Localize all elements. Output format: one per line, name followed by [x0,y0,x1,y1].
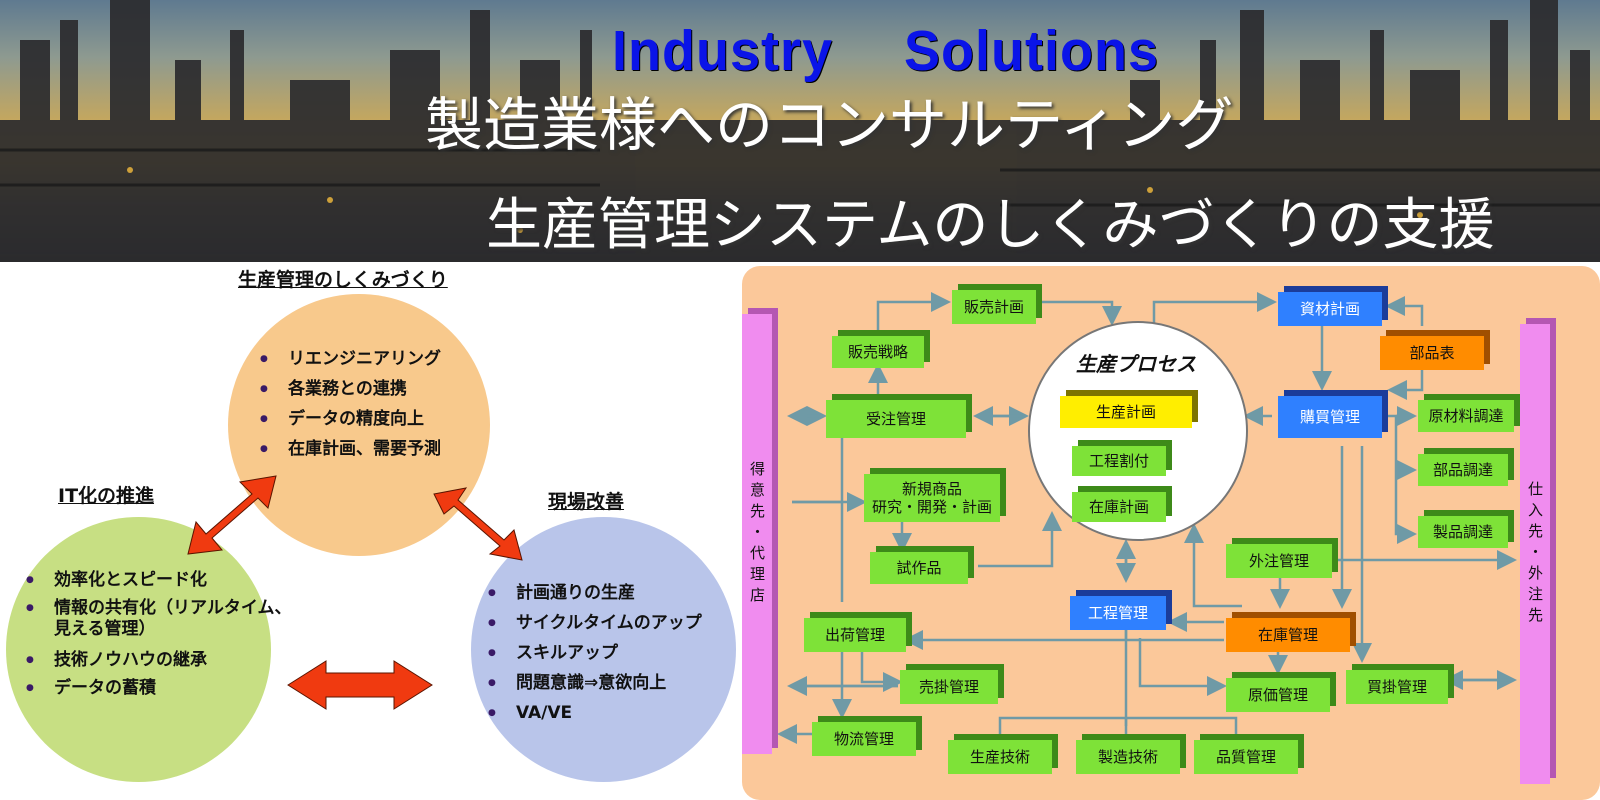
list-item: 各業務との連携 [252,374,441,404]
factory-skyline-image [0,0,1600,262]
list-item: 効率化とスピード化 [18,566,292,594]
list-item: 問題意識⇒意欲向上 [480,668,702,698]
list-item-continuation: 見える管理） [54,619,156,639]
supplier-side-bar: 仕入先・外注先 [1520,324,1550,784]
box-shipping-management[interactable]: 出荷管理 [804,618,906,652]
production-flow-diagram: 得意先・代理店 仕入先・外注先 生産プロセス 販売計画 販売戦略 受注管理 新規… [742,266,1600,800]
box-inventory-plan[interactable]: 在庫計画 [1072,492,1166,522]
box-product-procurement[interactable]: 製品調達 [1418,516,1508,548]
supplier-side-label: 仕入先・外注先 [1526,480,1544,628]
banner-subtitle-japanese: 生産管理システムのしくみづくりの支援 [486,193,1495,256]
box-prototype[interactable]: 試作品 [870,552,968,584]
double-arrow-icon [287,660,433,710]
customer-side-label: 得意先・代理店 [748,460,766,608]
box-outsourcing[interactable]: 外注管理 [1226,544,1332,578]
customer-side-bar: 得意先・代理店 [742,314,772,754]
box-manufacturing-technology[interactable]: 製造技術 [1076,740,1180,774]
box-logistics[interactable]: 物流管理 [812,722,916,756]
list-item: データの蓄積 [18,674,292,702]
box-quality-management[interactable]: 品質管理 [1194,740,1298,774]
list-item: リエンジニアリング [252,344,441,374]
box-payables[interactable]: 買掛管理 [1346,670,1448,704]
box-sales-strategy[interactable]: 販売戦略 [832,336,924,368]
box-cost-management[interactable]: 原価管理 [1226,678,1330,712]
header-banner: Industry Solutions 製造業様へのコンサルティング 生産管理シス… [0,0,1600,262]
heading-site-improvement: 現場改善 [548,491,625,513]
rd-plan-label: 研究・開発・計画 [871,498,992,516]
production-process-title: 生産プロセス [1076,352,1196,376]
box-raw-material-procurement[interactable]: 原材料調達 [1418,400,1514,432]
list-item: スキルアップ [480,638,702,668]
new-product-label: 新規商品 [901,480,962,498]
double-arrow-icon [187,475,277,555]
box-sales-plan[interactable]: 販売計画 [952,290,1036,324]
box-inventory-management[interactable]: 在庫管理 [1226,618,1350,652]
box-material-plan[interactable]: 資材計画 [1278,292,1382,326]
box-parts-procurement[interactable]: 部品調達 [1418,454,1508,486]
box-order-management[interactable]: 受注管理 [826,400,966,438]
heading-it-promotion: IT化の推進 [58,485,155,507]
list-item: 情報の共有化（リアルタイム、 [18,594,292,622]
list-it-promotion: 効率化とスピード化 情報の共有化（リアルタイム、 見える管理） 技術ノウハウの継… [18,566,292,702]
heading-production-system: 生産管理のしくみづくり [238,269,448,291]
banner-title-english: Industry Solutions [612,19,1160,83]
list-production-system: リエンジニアリング 各業務との連携 データの精度向上 在庫計画、需要予測 [252,344,441,464]
double-arrow-icon [433,487,523,561]
box-production-plan[interactable]: 生産計画 [1060,396,1192,428]
improvement-cycle-diagram: 生産管理のしくみづくり IT化の推進 現場改善 リエンジニアリング 各業務との連… [0,262,740,800]
box-process-allocation[interactable]: 工程割付 [1072,446,1166,476]
list-site-improvement: 計画通りの生産 サイクルタイムのアップ スキルアップ 問題意識⇒意欲向上 VA/… [480,578,702,728]
banner-title-japanese: 製造業様へのコンサルティング [425,93,1234,158]
cycle-arrows [187,475,523,710]
box-purchasing[interactable]: 購買管理 [1278,396,1382,438]
box-bom[interactable]: 部品表 [1380,336,1484,370]
box-receivables[interactable]: 売掛管理 [900,670,998,704]
list-item: VA/VE [480,698,702,728]
list-item: 在庫計画、需要予測 [252,434,441,464]
list-item: 計画通りの生産 [480,578,702,608]
box-new-product-rd[interactable]: 新規商品 研究・開発・計画 [864,474,1000,522]
list-item: データの精度向上 [252,404,441,434]
box-production-technology[interactable]: 生産技術 [948,740,1052,774]
list-item: サイクルタイムのアップ [480,608,702,638]
box-process-management[interactable]: 工程管理 [1070,596,1166,630]
list-item: 技術ノウハウの継承 [18,646,292,674]
